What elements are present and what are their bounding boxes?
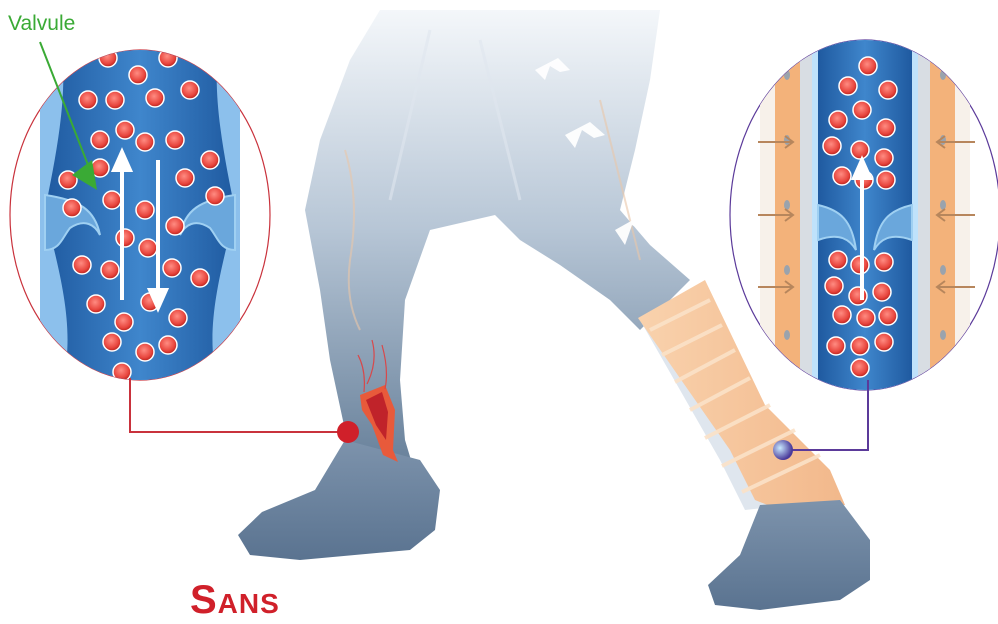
vein-without-compression-icon — [10, 40, 270, 390]
blood-cell — [833, 306, 851, 324]
blood-cell — [851, 141, 869, 159]
blood-cell — [116, 121, 134, 139]
blood-cell — [136, 133, 154, 151]
blood-cell — [829, 251, 847, 269]
blood-cell — [859, 57, 877, 75]
blood-cell — [136, 343, 154, 361]
blood-cell — [206, 187, 224, 205]
blood-cell — [79, 91, 97, 109]
blood-cell — [829, 111, 847, 129]
blood-cell — [139, 239, 157, 257]
blood-cell — [873, 283, 891, 301]
without-label: Sans — [190, 580, 280, 620]
blood-cell — [176, 169, 194, 187]
blood-cell — [163, 259, 181, 277]
blood-cell — [851, 359, 869, 377]
blood-cell — [63, 199, 81, 217]
blood-cell — [91, 131, 109, 149]
blood-cell — [166, 131, 184, 149]
right-shoe — [708, 500, 870, 610]
left-shoe — [238, 440, 440, 560]
blood-cell — [857, 309, 875, 327]
blood-cell — [103, 333, 121, 351]
blood-cell — [181, 81, 199, 99]
blood-cell — [879, 307, 897, 325]
blood-cell — [823, 137, 841, 155]
blood-cell — [201, 151, 219, 169]
blood-cell — [875, 333, 893, 351]
blood-cell — [136, 201, 154, 219]
blood-cell — [853, 101, 871, 119]
blood-cell — [833, 167, 851, 185]
blood-cell — [877, 171, 895, 189]
blood-cell — [73, 256, 91, 274]
blood-cell — [159, 336, 177, 354]
valve-label: Valvule — [8, 12, 75, 36]
vein-with-compression-icon — [730, 40, 998, 400]
blood-cell — [169, 309, 187, 327]
blood-cell — [851, 337, 869, 355]
blood-cell — [825, 277, 843, 295]
blood-cell — [166, 217, 184, 235]
blood-cell — [875, 253, 893, 271]
blood-cell — [101, 261, 119, 279]
blood-cell — [87, 295, 105, 313]
blood-cell — [106, 91, 124, 109]
blood-cell — [879, 81, 897, 99]
trousers — [305, 10, 690, 495]
blood-cell — [103, 191, 121, 209]
blood-cell — [877, 119, 895, 137]
blood-cell — [113, 363, 131, 381]
blood-cell — [99, 49, 117, 67]
blood-cell — [875, 149, 893, 167]
blood-cell — [116, 229, 134, 247]
blood-cell — [146, 89, 164, 107]
blood-cell — [839, 77, 857, 95]
blood-cell — [849, 287, 867, 305]
blood-cell — [827, 337, 845, 355]
blood-cell — [191, 269, 209, 287]
blood-cell — [129, 66, 147, 84]
blood-cell — [115, 313, 133, 331]
